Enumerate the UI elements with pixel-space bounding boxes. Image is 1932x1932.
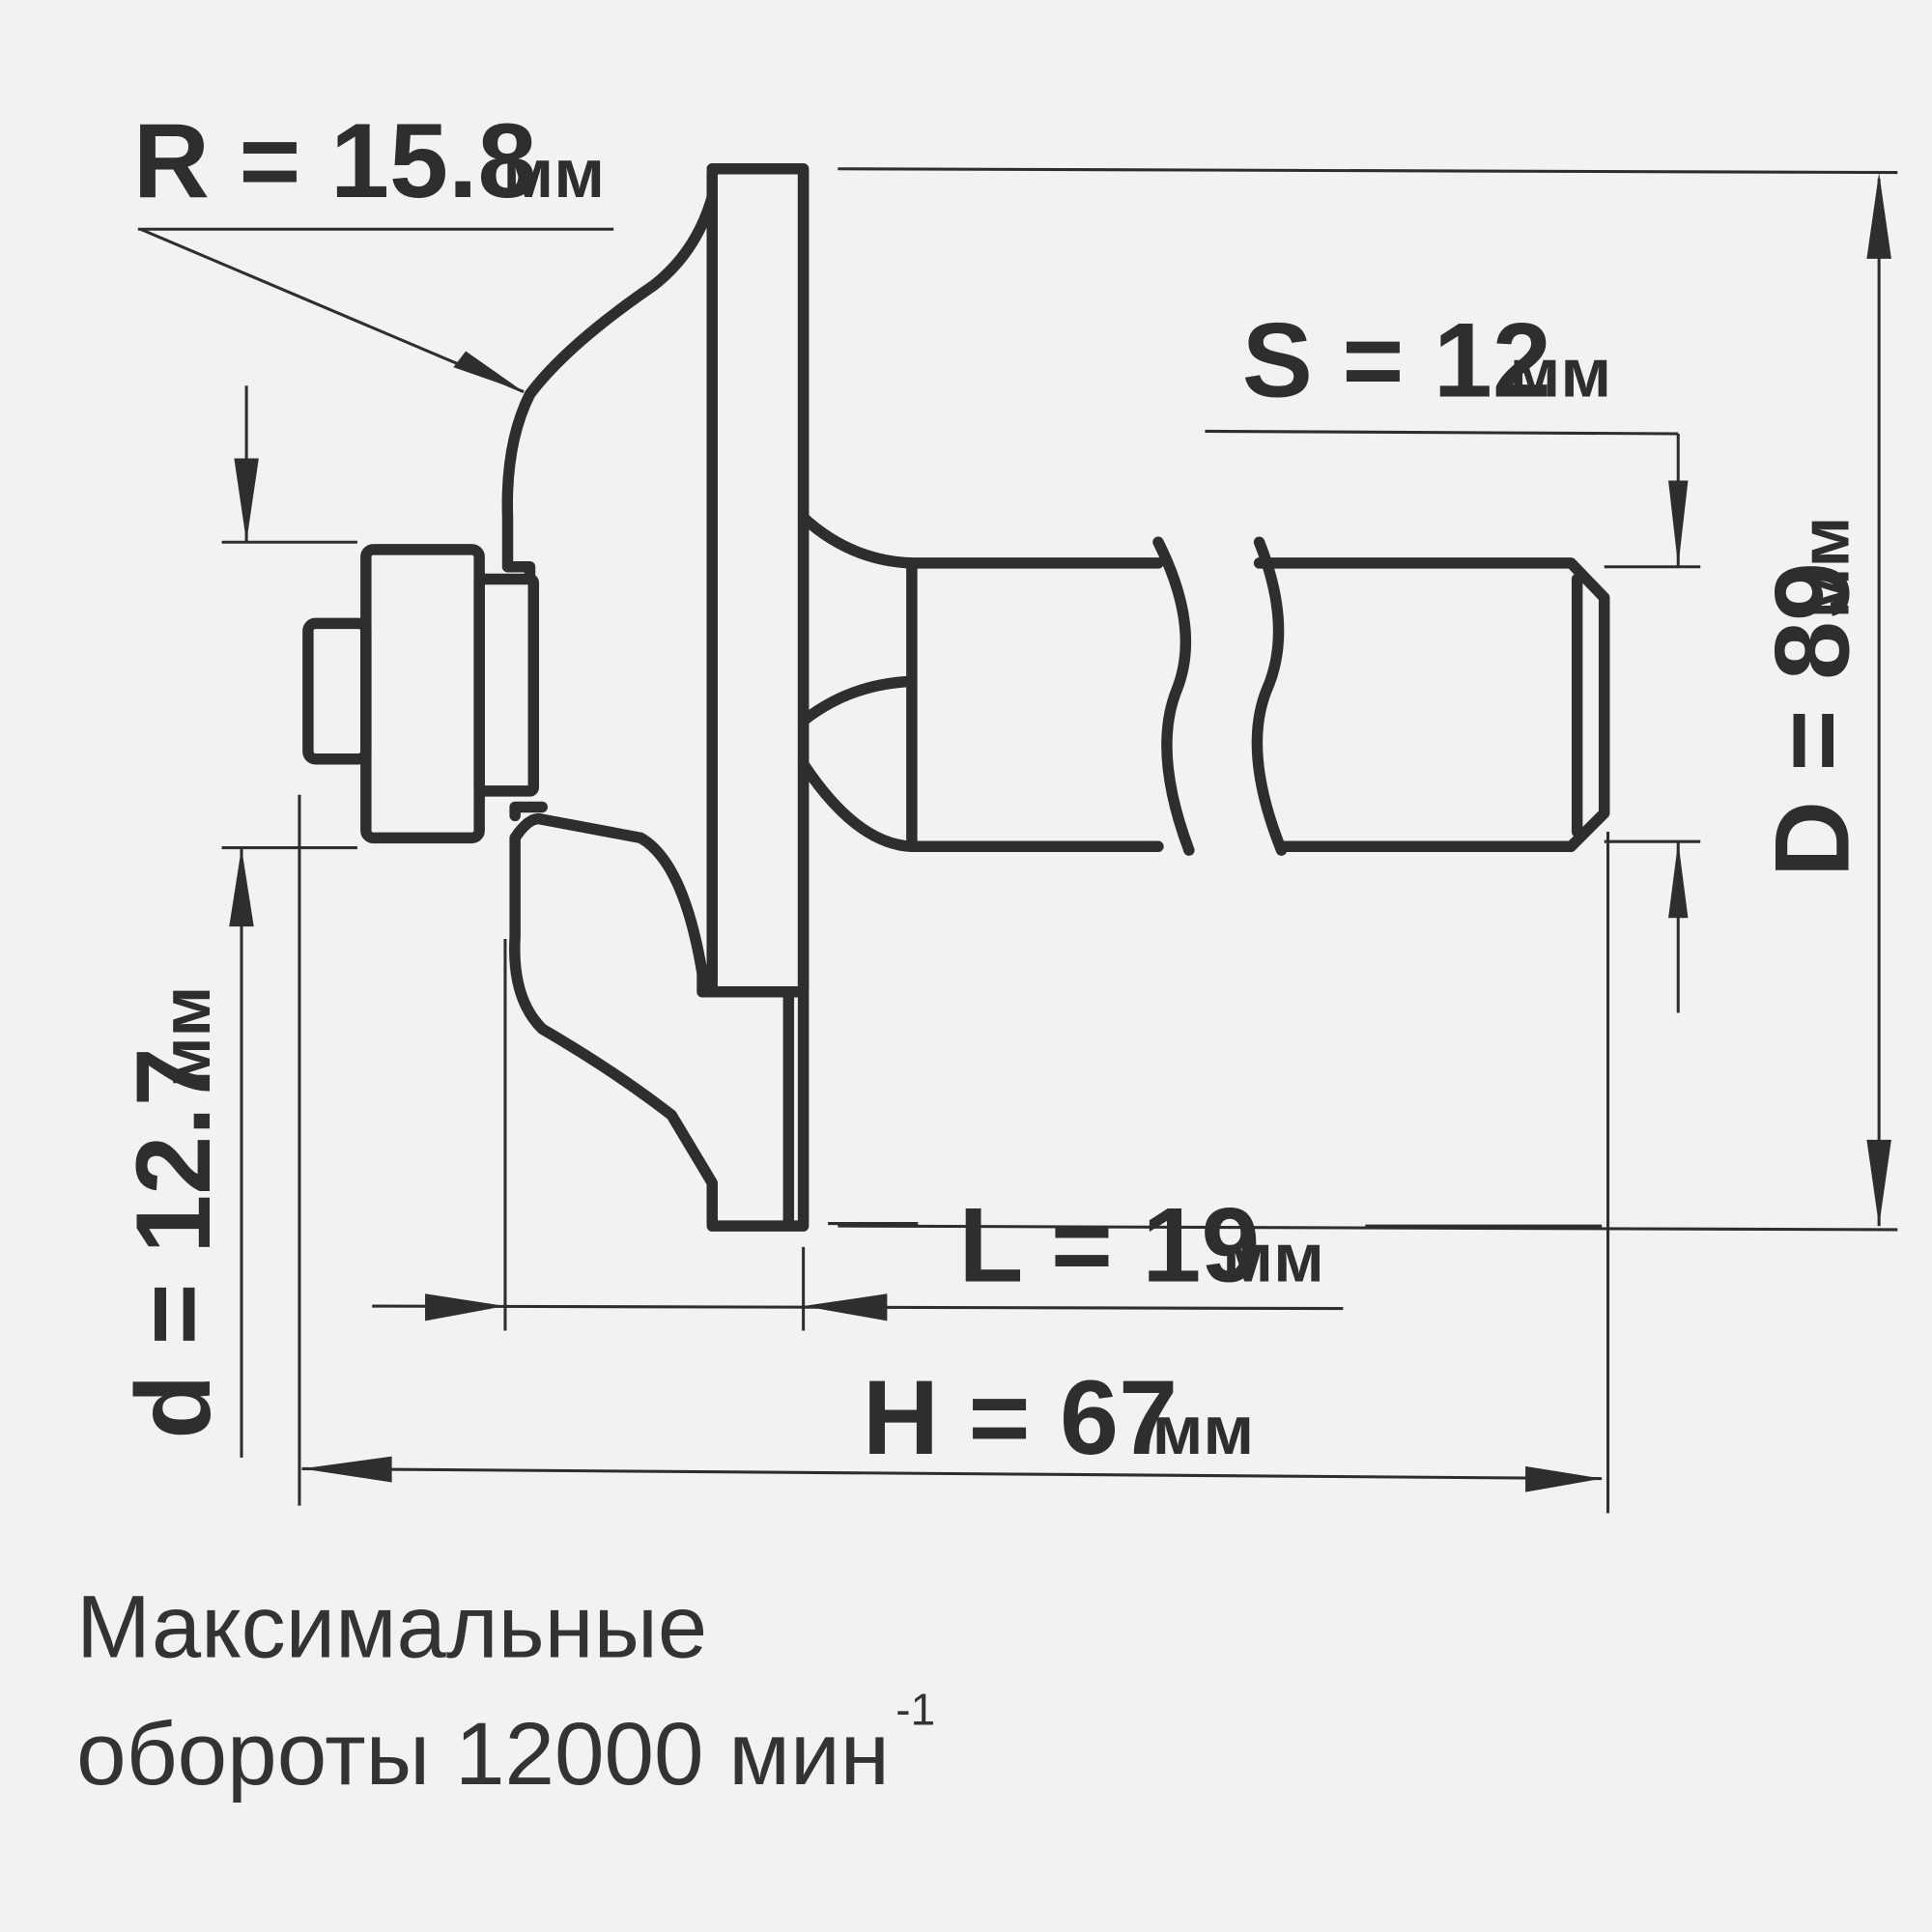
dim-unit-d: мм (148, 986, 225, 1089)
dim-label-S: S = 12 (1242, 302, 1551, 420)
dim-unit-R: мм (502, 135, 605, 213)
max-rpm-note-line2: обороты 12000 мин (76, 1705, 890, 1804)
bearing-outer (360, 544, 485, 844)
dim-label-L: L = 19 (958, 1187, 1260, 1305)
dim-unit-H: мм (1152, 1392, 1255, 1469)
dim-label-D: D = 89 (1753, 562, 1871, 877)
max-rpm-note-line1: Максимальные (76, 1578, 707, 1677)
router-bit-body (501, 163, 810, 1232)
bearing-spacer (473, 573, 540, 797)
dim-label-d: d = 12.7 (115, 1047, 233, 1439)
dim-unit-S: мм (1510, 335, 1612, 412)
dim-unit-D: мм (1786, 517, 1863, 619)
max-rpm-note-superscript: -1 (895, 1685, 935, 1735)
bearing-assembly (302, 544, 540, 844)
dimension-arrowheads (229, 172, 1891, 1492)
dim-label-H: H = 67 (863, 1359, 1178, 1477)
dim-label-R: R = 15.8 (133, 102, 537, 220)
bearing-cap (302, 617, 372, 765)
shank (797, 511, 1610, 856)
dim-unit-L: мм (1222, 1220, 1324, 1297)
